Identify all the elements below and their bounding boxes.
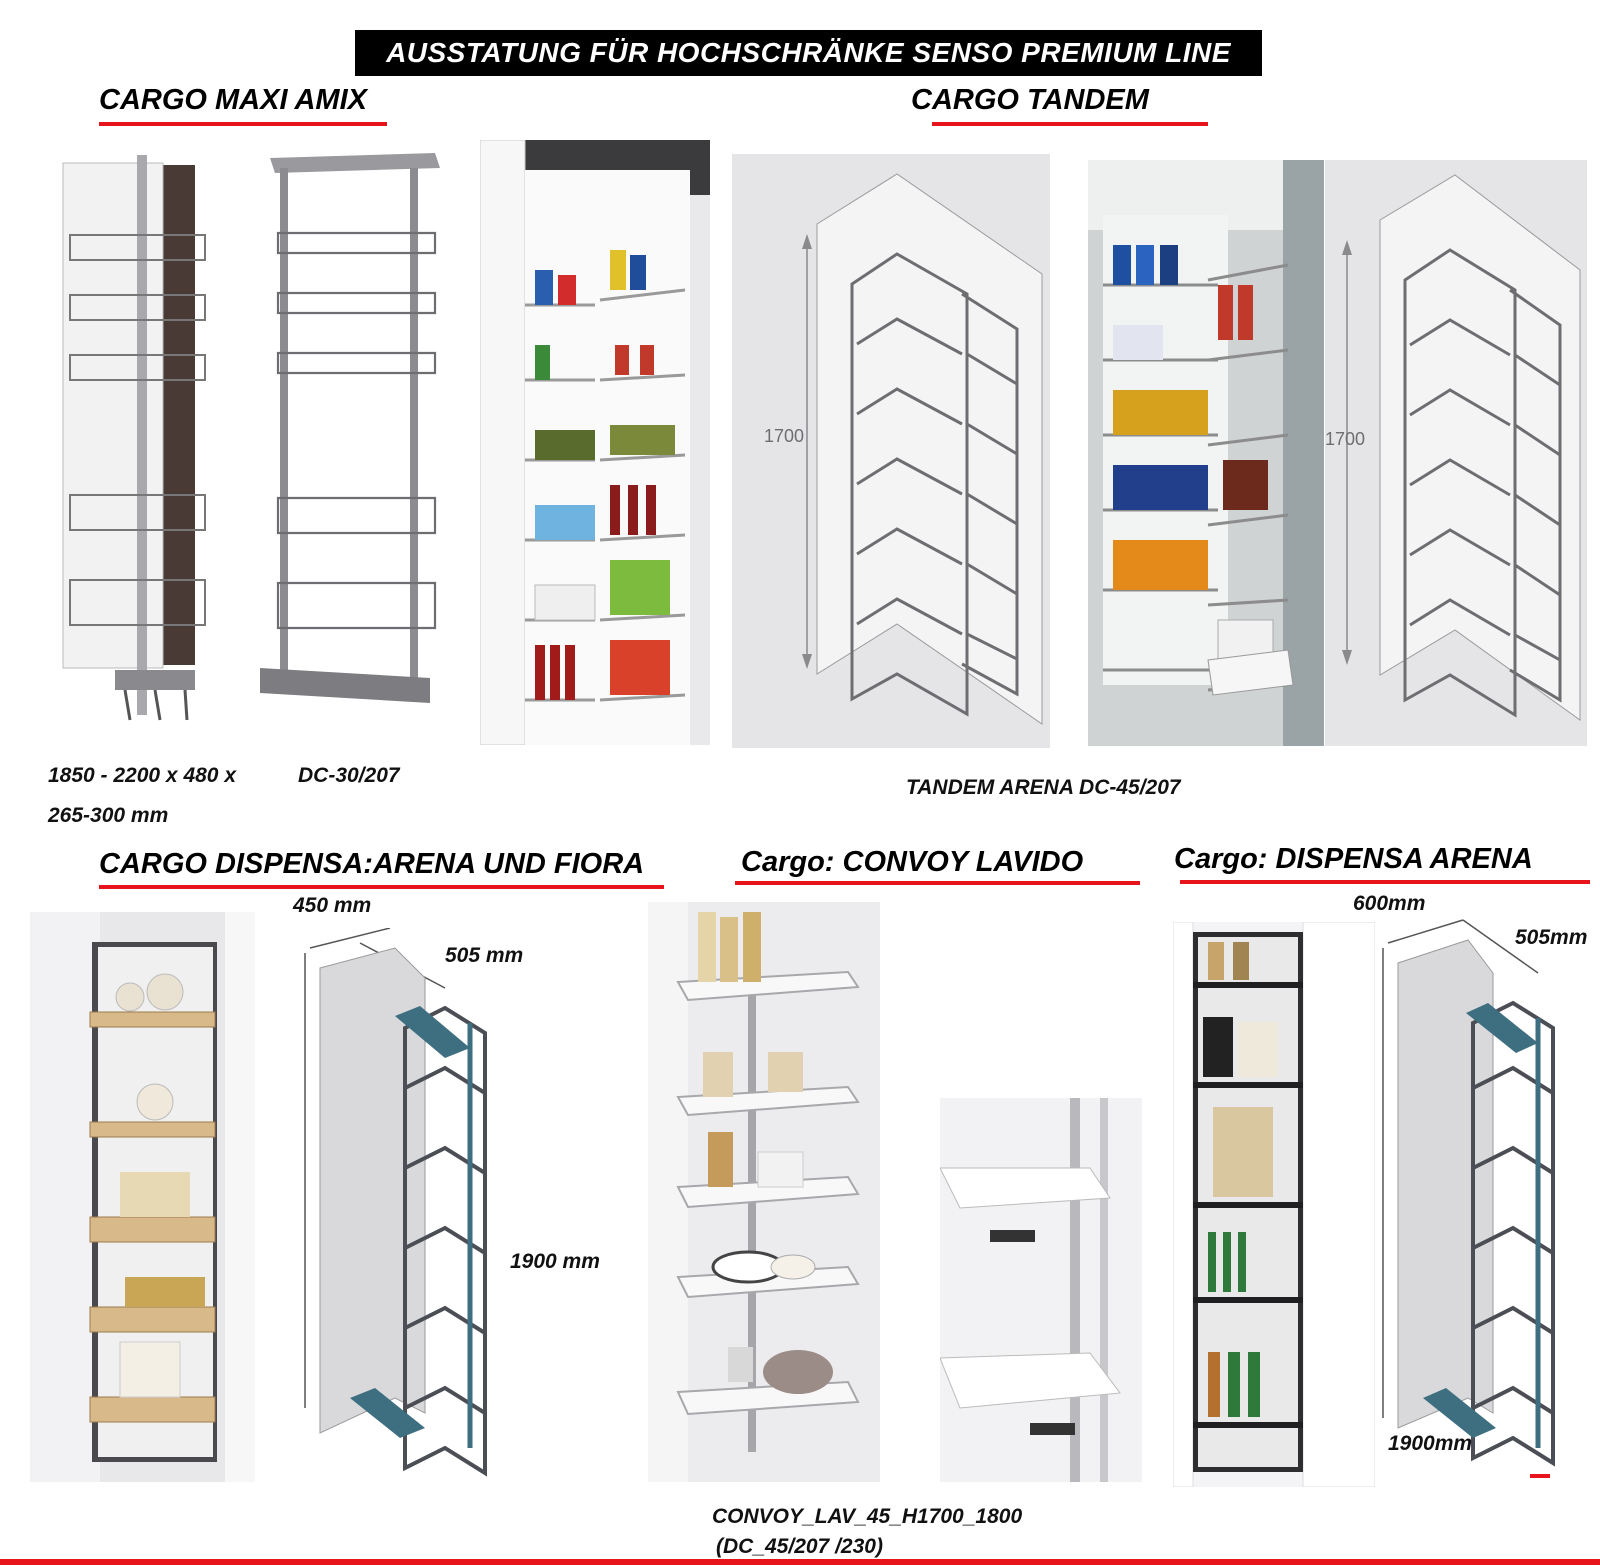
product-image-dispensa-arena <box>1173 922 1375 1487</box>
underline-dispensa-arena <box>1180 880 1590 884</box>
product-image-convoy-lavido <box>648 902 880 1482</box>
banner-title: AUSSTATUNG FÜR HOCHSCHRÄNKE SENSO PREMIU… <box>386 37 1231 68</box>
caption-maxi-code: DC-30/207 <box>298 764 400 787</box>
product-image-maxi-amix-1 <box>55 135 220 735</box>
product-image-maxi-amix-pantry <box>480 140 710 745</box>
product-image-maxi-amix-2 <box>260 148 445 728</box>
caption-tandem-code: TANDEM ARENA DC-45/207 <box>906 776 1181 799</box>
heading-dispensa-arena: Cargo: DISPENSA ARENA <box>1174 843 1533 875</box>
heading-convoy-lavido: Cargo: CONVOY LAVIDO <box>741 846 1084 878</box>
dispensa-arena-dim-depth: 505mm <box>1515 926 1588 949</box>
underline-cargo-tandem <box>932 122 1208 126</box>
dispensa-dim-depth: 505 mm <box>445 944 524 967</box>
dispensa-arena-dim-width: 600mm <box>1353 892 1426 915</box>
tandem-dim-right-label: 1700 <box>1325 429 1365 449</box>
page-banner: AUSSTATUNG FÜR HOCHSCHRÄNKE SENSO PREMIU… <box>355 30 1262 76</box>
diagram-tandem-left: 1700 <box>732 154 1050 748</box>
caption-maxi-depth: 265-300 mm <box>48 804 169 827</box>
dispensa-dim-width: 450 mm <box>293 894 372 917</box>
diagram-dispensa-arena-fiora <box>295 928 515 1478</box>
dispensa-dim-height: 1900 mm <box>510 1250 600 1273</box>
tandem-dim-left-label: 1700 <box>764 426 804 446</box>
underline-cargo-dispensa <box>99 885 664 889</box>
heading-cargo-tandem: CARGO TANDEM <box>911 84 1149 116</box>
product-image-tandem-pantry <box>1088 160 1324 746</box>
caption-convoy-code-2: (DC_45/207 /230) <box>716 1535 883 1558</box>
product-image-dispensa-arena-fiora <box>30 912 255 1482</box>
dispensa-arena-dim-height: 1900mm <box>1388 1432 1473 1455</box>
diagram-tandem-right: 1700 <box>1325 160 1587 746</box>
heading-cargo-maxi: CARGO MAXI AMIX <box>99 84 367 116</box>
caption-convoy-code-1: CONVOY_LAV_45_H1700_1800 <box>712 1505 1023 1528</box>
bottom-red-rule <box>0 1559 1600 1565</box>
product-image-convoy-lavido-detail <box>940 1098 1142 1482</box>
diagram-dispensa-arena <box>1378 918 1578 1480</box>
underline-convoy-lavido <box>735 881 1140 885</box>
heading-cargo-dispensa: CARGO DISPENSA:ARENA UND FIORA <box>99 848 645 880</box>
caption-maxi-dimensions: 1850 - 2200 x 480 x <box>48 764 236 787</box>
underline-cargo-maxi <box>99 122 387 126</box>
